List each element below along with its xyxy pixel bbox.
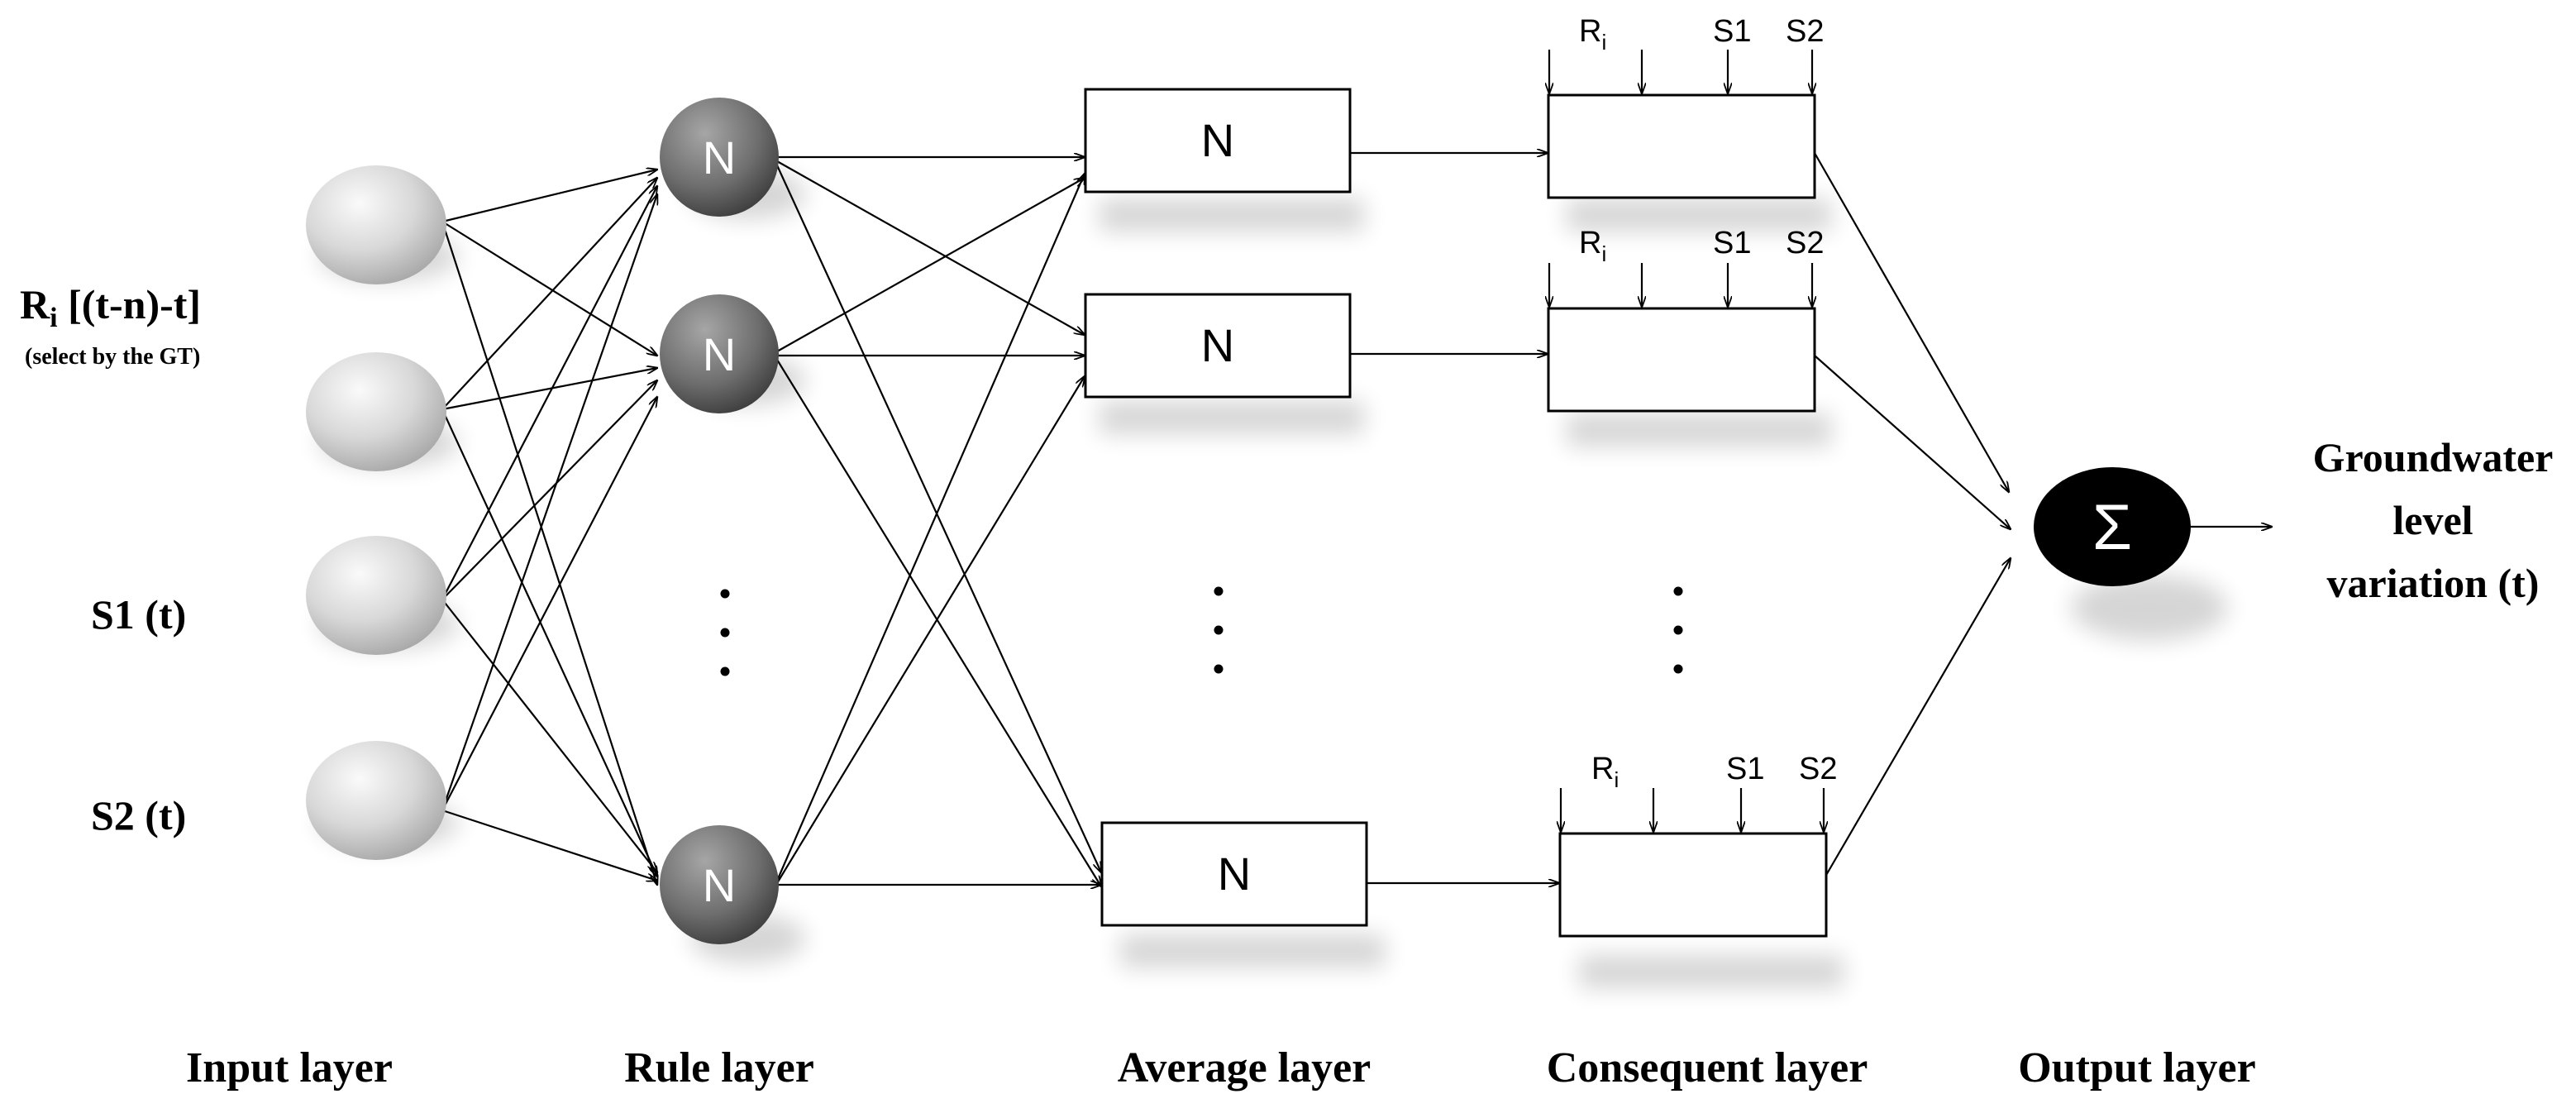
input-node bbox=[306, 165, 446, 284]
consequent-to-output-connections bbox=[1814, 152, 2011, 877]
consequent-input-arrows bbox=[1549, 50, 1824, 832]
average-to-consequent-connections bbox=[1350, 153, 1559, 883]
sum-icon: Σ bbox=[2092, 490, 2132, 563]
input-labels: Ri [(t-n)-t] (select by the GT) S1 (t) S… bbox=[20, 281, 201, 838]
average-box-label: N bbox=[1201, 114, 1234, 166]
ellipsis-dot bbox=[720, 589, 730, 599]
ellipsis-dot bbox=[1673, 664, 1683, 674]
ellipsis-dot bbox=[1673, 625, 1683, 635]
rule-node bbox=[660, 294, 779, 413]
rule-node bbox=[660, 98, 779, 217]
consequent-input-label-s1: S1 bbox=[1713, 226, 1751, 260]
connection-line bbox=[776, 359, 1101, 886]
connection-line bbox=[441, 809, 657, 881]
connection-line bbox=[441, 194, 657, 811]
rule-to-average-connections bbox=[775, 157, 1101, 886]
input-node bbox=[306, 741, 446, 860]
average-box bbox=[1100, 821, 1368, 927]
output-label-line-1: Groundwater bbox=[2313, 434, 2554, 480]
layer-label-consequent: Consequent layer bbox=[1547, 1044, 1868, 1092]
consequent-layer-boxes bbox=[1547, 93, 1828, 938]
average-box bbox=[1084, 293, 1352, 399]
input-label-ri-note: (select by the GT) bbox=[25, 344, 200, 370]
input-layer-nodes bbox=[306, 165, 446, 860]
consequent-input-labels: Ri S1 S2 Ri S1 S2 Ri S1 S2 bbox=[1579, 14, 1837, 792]
consequent-box bbox=[1547, 93, 1816, 199]
layer-label-input: Input layer bbox=[186, 1044, 393, 1092]
connection-line bbox=[441, 380, 657, 600]
consequent-input-label-s2: S2 bbox=[1786, 14, 1824, 49]
layer-labels: Input layer Rule layer Average layer Con… bbox=[186, 1044, 2256, 1092]
input-node bbox=[306, 536, 446, 655]
consequent-input-label-s2: S2 bbox=[1786, 226, 1824, 260]
rule-node-label: N bbox=[703, 859, 736, 911]
average-box-label: N bbox=[1218, 848, 1251, 900]
output-label-line-2: level bbox=[2392, 497, 2473, 543]
rule-node bbox=[660, 825, 779, 944]
input-to-rule-connections bbox=[441, 170, 657, 885]
connection-line bbox=[1825, 558, 2011, 877]
connection-line bbox=[441, 599, 657, 872]
ellipsis-dot bbox=[1214, 625, 1224, 635]
output-sum-node: Σ bbox=[2034, 467, 2191, 586]
connection-line bbox=[441, 186, 657, 600]
consequent-input-label-s2: S2 bbox=[1799, 752, 1837, 786]
layer-label-rule: Rule layer bbox=[624, 1044, 814, 1092]
connection-line bbox=[441, 408, 657, 877]
consequent-box bbox=[1558, 832, 1828, 938]
consequent-input-label-s1: S1 bbox=[1713, 14, 1751, 49]
consequent-input-label-s1: S1 bbox=[1726, 752, 1764, 786]
ellipsis-dot bbox=[1214, 664, 1224, 674]
consequent-input-label-r: Ri bbox=[1579, 14, 1606, 55]
consequent-box bbox=[1547, 307, 1816, 413]
ellipsis-dot bbox=[720, 666, 730, 676]
connection-line bbox=[441, 170, 657, 223]
input-label-s2: S2 (t) bbox=[91, 792, 186, 838]
output-label-line-3: variation (t) bbox=[2327, 560, 2540, 606]
connection-line bbox=[776, 160, 1085, 335]
ellipsis-dot bbox=[1214, 586, 1224, 596]
average-box bbox=[1084, 88, 1352, 193]
connection-line bbox=[776, 376, 1085, 884]
connection-line bbox=[1814, 152, 2009, 492]
consequent-input-label-r: Ri bbox=[1579, 226, 1606, 266]
rule-layer-nodes: N N N bbox=[660, 98, 779, 944]
input-label-ri: Ri [(t-n)-t] bbox=[20, 281, 201, 333]
rule-node-label: N bbox=[703, 328, 736, 380]
connection-line bbox=[775, 174, 1085, 881]
output-label: Groundwater level variation (t) bbox=[2313, 434, 2554, 606]
connection-line bbox=[776, 165, 1101, 872]
ellipsis-dots bbox=[720, 586, 1683, 676]
connection-line bbox=[1814, 355, 2011, 529]
ellipsis-dot bbox=[1673, 586, 1683, 596]
connection-line bbox=[441, 221, 657, 885]
input-label-s1: S1 (t) bbox=[91, 591, 186, 638]
rule-node-label: N bbox=[703, 131, 736, 184]
layer-label-output: Output layer bbox=[2018, 1044, 2255, 1092]
consequent-input-label-r: Ri bbox=[1591, 752, 1619, 792]
connection-line bbox=[441, 397, 657, 811]
connection-line bbox=[441, 221, 657, 356]
ellipsis-dot bbox=[720, 628, 730, 638]
input-node bbox=[306, 352, 446, 471]
average-box-label: N bbox=[1201, 319, 1234, 371]
connection-line bbox=[441, 178, 657, 410]
average-layer-boxes: N N N bbox=[1084, 88, 1368, 927]
connection-line bbox=[441, 368, 657, 411]
sum-node bbox=[2034, 467, 2191, 586]
layer-label-average: Average layer bbox=[1118, 1044, 1371, 1092]
connection-line bbox=[776, 178, 1085, 352]
